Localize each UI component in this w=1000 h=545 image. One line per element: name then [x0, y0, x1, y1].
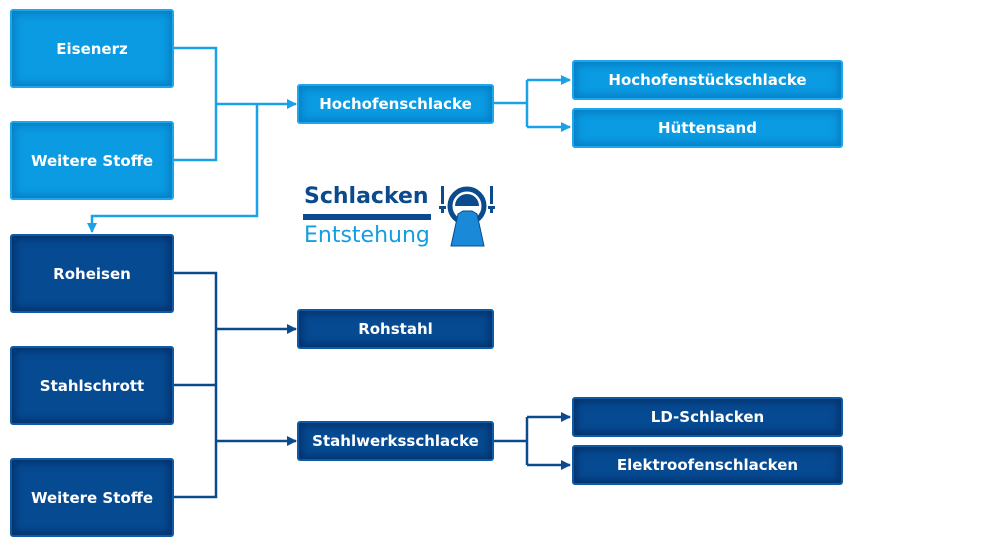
node-ld-schlacken: LD-Schlacken — [572, 397, 843, 437]
node-label: Rohstahl — [358, 320, 433, 338]
node-elektroofenschlacken: Elektroofenschlacken — [572, 445, 843, 485]
node-roheisen: Roheisen — [10, 234, 174, 313]
node-stahlwerksschlacke: Stahlwerksschlacke — [297, 421, 494, 461]
node-label: Hüttensand — [658, 119, 757, 137]
line-to-roheisen — [87, 104, 259, 233]
node-label: Weitere Stoffe — [30, 151, 154, 170]
node-label: Hochofenstückschlacke — [608, 71, 807, 89]
node-hochofenstueckschlacke: Hochofenstückschlacke — [572, 60, 843, 100]
node-eisenerz: Eisenerz — [10, 9, 174, 88]
node-label: LD-Schlacken — [650, 408, 765, 426]
node-stahlschrott: Stahlschrott — [10, 346, 174, 425]
node-label: Weitere Stoffe — [30, 488, 154, 507]
node-label: Stahlwerksschlacke — [312, 432, 479, 450]
logo-title: Schlacken — [304, 184, 429, 209]
node-rohstahl: Rohstahl — [297, 309, 494, 349]
node-weitere-stoffe-2: Weitere Stoffe — [10, 458, 174, 537]
node-hochofenschlacke: Hochofenschlacke — [297, 84, 494, 124]
logo-divider — [303, 214, 431, 220]
node-label: Stahlschrott — [39, 376, 145, 395]
node-label: Eisenerz — [56, 39, 128, 58]
node-label: Roheisen — [53, 264, 131, 283]
node-label: Hochofenschlacke — [319, 95, 472, 113]
converter-ladle-icon — [439, 186, 495, 247]
node-weitere-stoffe-1: Weitere Stoffe — [10, 121, 174, 200]
line-eisenerz — [174, 46, 218, 162]
node-huettensand: Hüttensand — [572, 108, 843, 148]
logo-subtitle: Entstehung — [304, 223, 430, 248]
node-label: Elektroofenschlacken — [616, 456, 799, 474]
